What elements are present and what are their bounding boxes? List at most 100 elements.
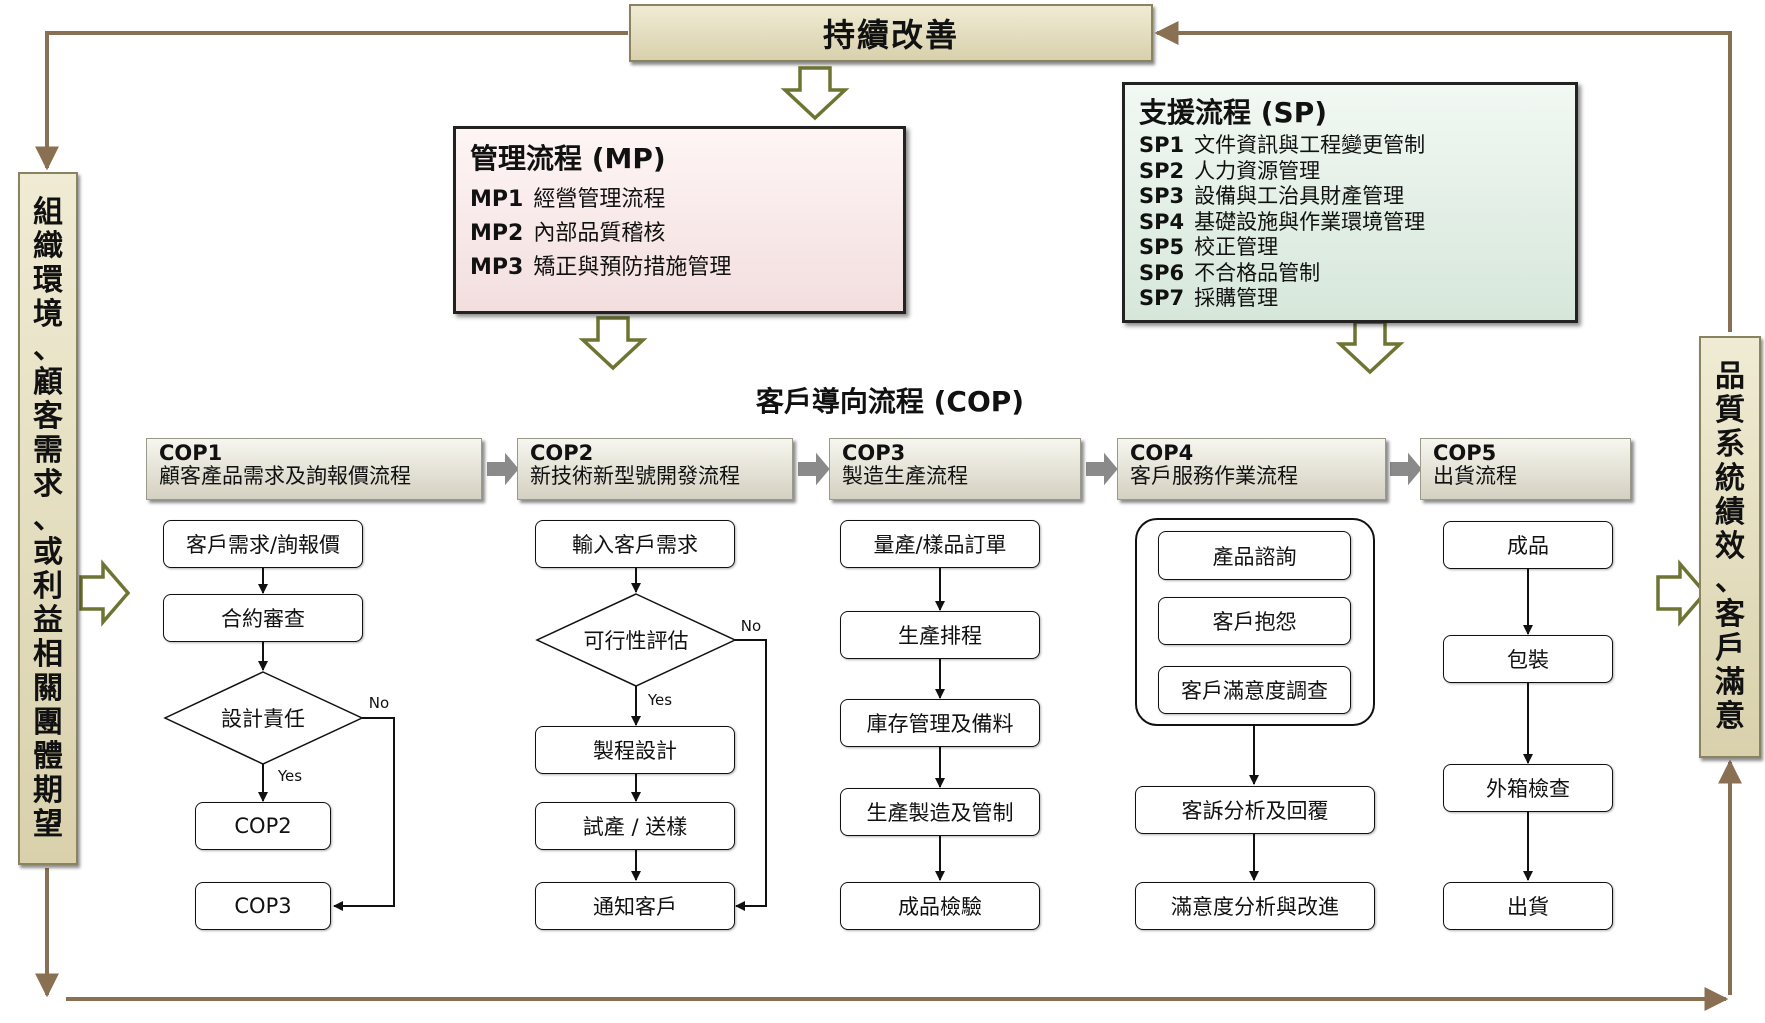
sp-code: SP3 [1139, 184, 1185, 208]
banner-char: 團 [33, 704, 63, 740]
banner-char: 客 [33, 398, 63, 434]
cop3-code: COP3 [842, 441, 906, 465]
cop4-node-complaint: 客戶抱怨 [1158, 597, 1351, 645]
sp-label: 基礎設施與作業環境管理 [1194, 209, 1426, 234]
banner-char: 期 [33, 772, 63, 808]
cop1-node-cop2: COP2 [195, 802, 331, 850]
cop4-code: COP4 [1130, 441, 1194, 465]
banner-char: 益 [33, 602, 63, 638]
cop4-node-satisfaction-improvement: 滿意度分析與改進 [1135, 882, 1375, 930]
cop2-name: 新技術新型號開發流程 [530, 464, 740, 488]
cop1-yes-label: Yes [277, 767, 303, 785]
cop4-input-group [1135, 518, 1375, 726]
cop4-node-satisfaction-survey: 客戶滿意度調查 [1158, 666, 1351, 714]
cop5-name: 出貨流程 [1433, 464, 1517, 488]
cop4-name: 客戶服務作業流程 [1130, 464, 1298, 488]
banner-char: 求 [33, 466, 63, 502]
mp-item: MP2 內部品質稽核 [470, 217, 889, 251]
cop3-node-final-inspection: 成品檢驗 [840, 882, 1040, 930]
header-arrow-1 [485, 447, 522, 491]
banner-char: 體 [33, 738, 63, 774]
hollow-arrows [79, 66, 1708, 627]
banner-char: 利 [33, 568, 63, 604]
mp-label: 矯正與預防措施管理 [533, 255, 732, 280]
header-arrow-2 [796, 447, 833, 491]
header-arrow-3 [1084, 447, 1121, 491]
banner-char: 統 [1715, 461, 1745, 496]
cop3-node-order: 量產/樣品訂單 [840, 520, 1040, 568]
right-arrow-left [79, 559, 131, 627]
sp-code: SP1 [1139, 133, 1185, 157]
down-arrow-top [780, 66, 850, 121]
cop4-node-product-consult: 產品諮詢 [1158, 531, 1351, 580]
sp-code: SP2 [1139, 158, 1185, 183]
banner-char: 、 [33, 500, 63, 536]
sp-label: 不合格品管制 [1194, 260, 1321, 285]
banner-char: 質 [1715, 393, 1745, 428]
banner-char: 系 [1715, 427, 1745, 462]
loop-top-left [35, 31, 628, 171]
sp-code: SP5 [1139, 235, 1185, 259]
flow-connectors [258, 568, 1533, 911]
cop2-node-input-requirements: 輸入客戶需求 [535, 520, 735, 568]
down-arrow-mp [578, 316, 648, 371]
feedback-loop [35, 21, 1742, 1011]
banner-char: 效 [1715, 529, 1745, 564]
cop3-node-production-control: 生產製造及管制 [840, 788, 1040, 836]
cop2-yes-label: Yes [647, 691, 673, 709]
banner-char: 客 [1715, 597, 1745, 632]
mp-label: 內部品質稽核 [533, 221, 666, 246]
cop5-node-finished-goods: 成品 [1443, 521, 1613, 569]
cop1-header: COP1 顧客產品需求及詢報價流程 [146, 438, 482, 500]
banner-char: 意 [1715, 699, 1745, 734]
cop1-no-label: No [368, 694, 390, 712]
cop1-code: COP1 [159, 441, 223, 465]
cop2-decision-label: 可行性評估 [583, 629, 689, 653]
sp-label: 設備與工治具財產管理 [1194, 184, 1405, 208]
cop4-node-complaint-analysis: 客訴分析及回覆 [1135, 786, 1375, 834]
continuous-improvement-banner: 持續改善 [629, 4, 1153, 62]
banner-char: 品 [1715, 359, 1745, 394]
sp-code: SP7 [1139, 286, 1185, 310]
mp-label: 經營管理流程 [533, 187, 666, 212]
cop-title: 客戶導向流程 (COP) [755, 385, 1025, 418]
cop5-node-shipping: 出貨 [1443, 882, 1613, 930]
cop3-header: COP3 製造生產流程 [829, 438, 1081, 500]
sp-item: SP3 設備與工治具財產管理 [1139, 184, 1561, 210]
banner-char: 環 [33, 262, 63, 298]
cop1-link-no [333, 717, 395, 911]
loop-right-top [1154, 21, 1732, 332]
sp-item: SP6 不合格品管制 [1139, 261, 1561, 287]
cop3-name: 製造生產流程 [842, 464, 968, 488]
banner-char: 、 [1715, 563, 1745, 598]
mp-code: MP3 [470, 255, 524, 280]
continuous-improvement-label: 持續改善 [822, 16, 959, 54]
sp-item: SP4 基礎設施與作業環境管理 [1139, 210, 1561, 236]
cop2-node-process-design: 製程設計 [535, 726, 735, 774]
sp-code: SP6 [1139, 260, 1185, 285]
banner-char: 、 [33, 330, 63, 366]
right-arrow-right [1656, 559, 1708, 627]
mp-code: MP1 [470, 187, 524, 212]
banner-char: 望 [33, 806, 63, 842]
mp-item: MP1 經營管理流程 [470, 183, 889, 217]
cop2-code: COP2 [530, 441, 594, 465]
sp-code: SP4 [1139, 209, 1185, 234]
sp-label: 人力資源管理 [1194, 158, 1321, 183]
banner-char: 需 [33, 432, 63, 468]
header-arrows [485, 447, 1425, 491]
sp-title: 支援流程 (SP) [1139, 96, 1328, 129]
down-arrow-sp [1335, 320, 1405, 375]
sp-item: SP2 人力資源管理 [1139, 159, 1561, 185]
banner-char: 相 [33, 636, 63, 672]
banner-char: 戶 [1715, 631, 1745, 666]
mp-code: MP2 [470, 221, 524, 246]
cop5-header: COP5 出貨流程 [1420, 438, 1631, 500]
cop2-link-no [735, 639, 767, 911]
